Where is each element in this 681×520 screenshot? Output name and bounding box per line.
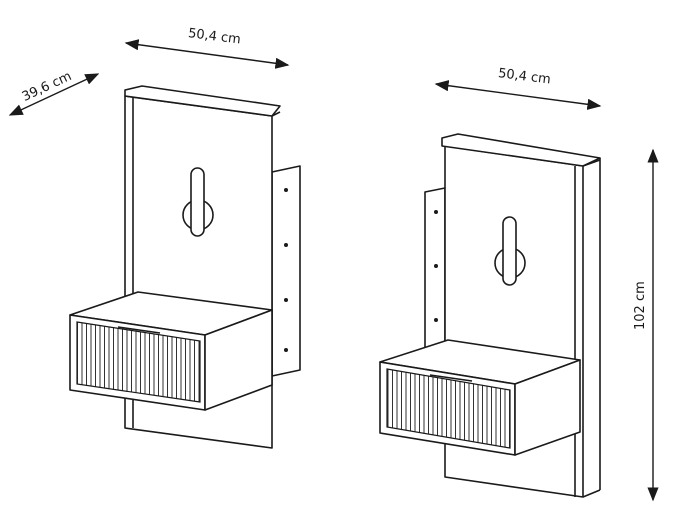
wall-bracket (271, 165, 301, 377)
dimension-right-width: 50,4 cm (434, 66, 602, 110)
dimension-left-depth: 39,6 cm (8, 69, 100, 116)
top-cap (124, 85, 281, 117)
right-height-label: 102 cm (633, 281, 648, 330)
dimension-left-width: 50,4 cm (124, 26, 290, 69)
hook-icon (494, 216, 526, 286)
left-width-label: 50,4 cm (187, 26, 241, 47)
right-nightstand (379, 133, 601, 498)
bracket-holes (434, 210, 438, 322)
top-cap (441, 133, 601, 167)
hook-icon (182, 167, 214, 237)
dimension-right-height: 102 cm (633, 148, 659, 502)
bracket-holes (284, 188, 288, 352)
left-depth-label: 39,6 cm (20, 69, 74, 105)
left-nightstand (69, 85, 301, 449)
right-width-label: 50,4 cm (497, 66, 551, 87)
